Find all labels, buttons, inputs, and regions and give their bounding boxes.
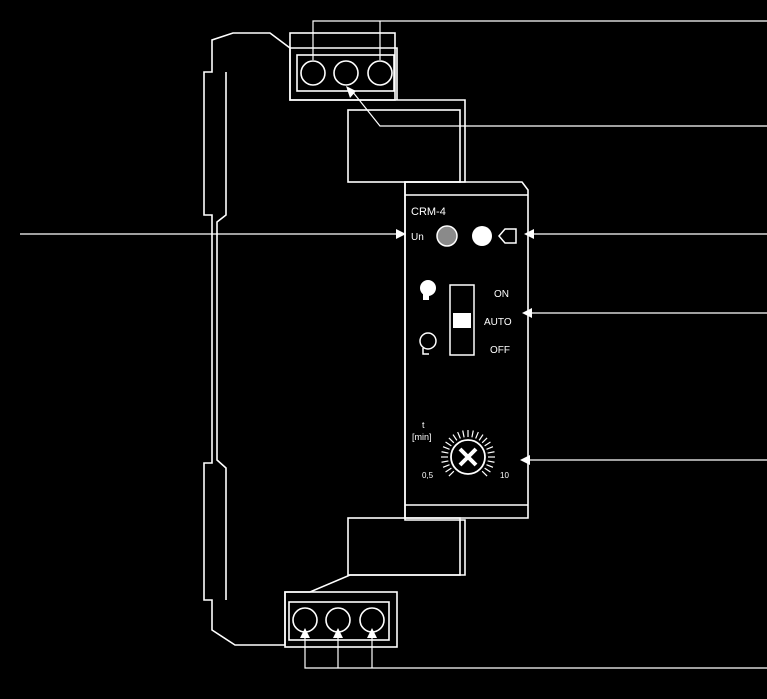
time-dial[interactable] [441, 430, 495, 477]
top-terminal-bevel [290, 47, 398, 100]
dial-min-label: 0,5 [422, 471, 434, 480]
dial-tick [448, 470, 455, 477]
dial-label-t: t [422, 420, 425, 430]
front-panel [404, 181, 529, 519]
top-terminal-strip [296, 54, 395, 92]
upper-neck [347, 109, 461, 183]
relay-symbol-icon [498, 228, 517, 244]
dial-tick [442, 464, 450, 468]
arrow-bottom-2 [333, 628, 343, 638]
dial-tick [481, 437, 488, 444]
lamp-on-icon [420, 280, 436, 300]
bottom-terminal-strip [288, 601, 390, 641]
arrow-relay [524, 229, 534, 239]
dial-max-label: 10 [500, 471, 509, 480]
bottom-terminal-block [284, 591, 398, 648]
dial-tick [441, 451, 449, 454]
arrow-bottom-3 [367, 628, 377, 638]
switch-on-label: ON [494, 289, 509, 300]
dial-tick [442, 446, 450, 450]
arrow-supply [396, 229, 406, 239]
top-terminal-1 [300, 60, 326, 86]
relay-led-icon [472, 226, 492, 246]
supply-label: Un [411, 232, 424, 243]
supply-led-icon [436, 225, 458, 247]
model-label: CRM-4 [411, 206, 446, 218]
dial-tick [486, 446, 494, 450]
terminal-marking-pointer [351, 90, 767, 127]
dial-tick [478, 434, 484, 441]
top-terminal-bracket [312, 20, 767, 60]
pointer-arrowheads [300, 86, 534, 638]
pointer-lines [20, 20, 767, 669]
switch-off-label: OFF [490, 345, 510, 356]
dial-tick [457, 431, 461, 439]
top-terminal-3 [367, 60, 393, 86]
dial-tick [471, 430, 474, 438]
dial-label-unit: [min] [412, 432, 432, 442]
lamp-off-icon [419, 332, 437, 355]
arrow-dial [520, 455, 530, 465]
dial-tick [441, 460, 449, 463]
arrow-bottom-1 [300, 628, 310, 638]
dial-tick [481, 470, 488, 477]
arrow-switch [522, 308, 532, 318]
dial-tick [487, 451, 495, 454]
dial-tick [484, 467, 491, 473]
dial-tick [445, 467, 452, 473]
dial-tick [462, 430, 465, 438]
housing-outline [203, 32, 466, 646]
lower-neck [347, 517, 461, 576]
dial-tick [448, 437, 455, 444]
arrow-terminal-marking [346, 86, 356, 98]
bottom-terminal-bracket [304, 636, 767, 669]
rail-profile [216, 72, 227, 600]
dial-tick [475, 431, 479, 439]
top-terminal-block [289, 32, 396, 101]
switch-auto-label: AUTO [484, 317, 512, 328]
top-terminal-2 [333, 60, 359, 86]
dial-tick [445, 441, 452, 447]
dial-tick [486, 464, 494, 468]
mode-switch-track[interactable] [449, 284, 475, 356]
dial-tick [452, 434, 458, 441]
dial-tick [484, 441, 491, 447]
mode-switch-knob[interactable] [453, 313, 471, 328]
dial-tick [487, 460, 495, 463]
